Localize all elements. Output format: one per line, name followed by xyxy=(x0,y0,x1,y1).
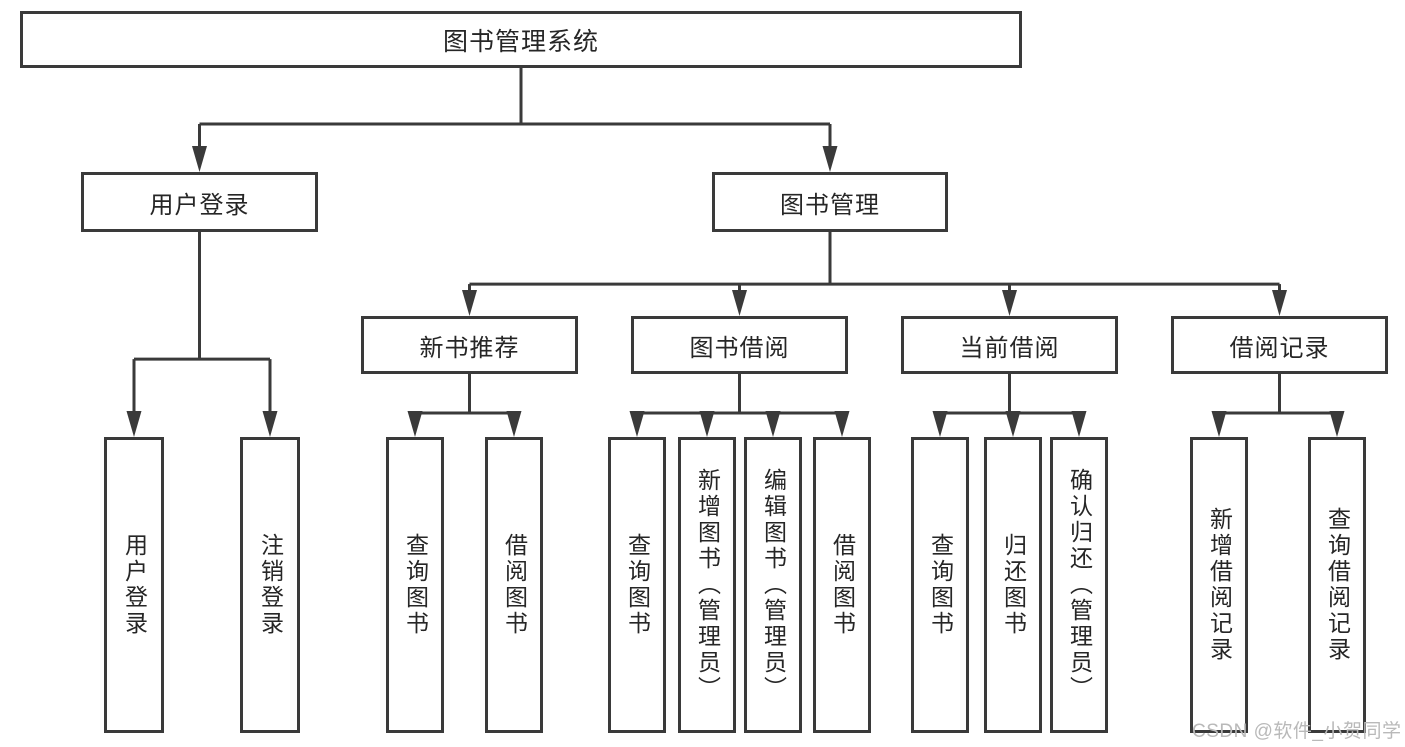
node-n5[interactable]: 当前借阅 xyxy=(901,316,1118,374)
node-label: 当前借阅 xyxy=(959,334,1060,362)
node-n1[interactable]: 用户登录 xyxy=(81,172,318,232)
node-l3[interactable]: 查询图书 xyxy=(386,437,444,733)
node-label: 查询图书 xyxy=(402,533,429,637)
node-n3[interactable]: 新书推荐 xyxy=(361,316,578,374)
arrowhead xyxy=(765,411,781,437)
node-l5[interactable]: 查询图书 xyxy=(608,437,666,733)
node-label: 确认归还（管理员） xyxy=(1066,468,1093,702)
node-n6[interactable]: 借阅记录 xyxy=(1171,316,1388,374)
node-l10[interactable]: 归还图书 xyxy=(984,437,1042,733)
node-l11[interactable]: 确认归还（管理员） xyxy=(1050,437,1108,733)
arrowhead xyxy=(462,290,477,316)
node-n4[interactable]: 图书借阅 xyxy=(631,316,848,374)
node-label: 图书借阅 xyxy=(689,334,790,362)
node-l7[interactable]: 编辑图书（管理员） xyxy=(744,437,802,733)
arrowhead xyxy=(1211,411,1227,437)
arrowhead xyxy=(932,411,948,437)
node-label: 用户登录 xyxy=(149,191,250,219)
arrowhead xyxy=(126,411,142,437)
arrowhead xyxy=(262,411,278,437)
arrowhead xyxy=(732,290,747,316)
node-label: 借阅图书 xyxy=(501,533,528,637)
node-l12[interactable]: 新增借阅记录 xyxy=(1190,437,1248,733)
node-l4[interactable]: 借阅图书 xyxy=(485,437,543,733)
arrowhead xyxy=(834,411,850,437)
node-l13[interactable]: 查询借阅记录 xyxy=(1308,437,1366,733)
node-label: 查询图书 xyxy=(927,533,954,637)
arrowhead xyxy=(1002,290,1017,316)
node-l8[interactable]: 借阅图书 xyxy=(813,437,871,733)
watermark: CSDN @软件_小贺同学 xyxy=(1192,721,1402,742)
node-label: 借阅记录 xyxy=(1229,334,1330,362)
node-l1[interactable]: 用户登录 xyxy=(104,437,164,733)
node-label: 编辑图书（管理员） xyxy=(760,468,787,702)
arrowhead xyxy=(1272,290,1287,316)
arrowhead xyxy=(1005,411,1021,437)
node-label: 查询借阅记录 xyxy=(1324,507,1351,663)
arrowhead xyxy=(407,411,423,437)
node-n0[interactable]: 图书管理系统 xyxy=(20,11,1022,68)
arrowhead xyxy=(699,411,715,437)
arrowhead xyxy=(1329,411,1345,437)
node-label: 注销登录 xyxy=(257,533,284,637)
arrowhead xyxy=(822,146,838,172)
node-l9[interactable]: 查询图书 xyxy=(911,437,969,733)
node-label: 查询图书 xyxy=(624,533,651,637)
arrowhead xyxy=(506,411,522,437)
node-label: 新增借阅记录 xyxy=(1206,507,1233,663)
node-label: 归还图书 xyxy=(1000,533,1027,637)
node-label: 新增图书（管理员） xyxy=(694,468,721,702)
node-l2[interactable]: 注销登录 xyxy=(240,437,300,733)
node-label: 图书管理 xyxy=(780,191,880,219)
node-label: 新书推荐 xyxy=(419,334,520,362)
node-l6[interactable]: 新增图书（管理员） xyxy=(678,437,736,733)
arrowhead xyxy=(192,146,207,172)
node-label: 用户登录 xyxy=(121,533,148,637)
arrowhead xyxy=(629,411,645,437)
node-label: 借阅图书 xyxy=(829,533,856,637)
node-label: 图书管理系统 xyxy=(442,27,599,56)
node-n2[interactable]: 图书管理 xyxy=(712,172,948,232)
arrowhead xyxy=(1071,411,1087,437)
